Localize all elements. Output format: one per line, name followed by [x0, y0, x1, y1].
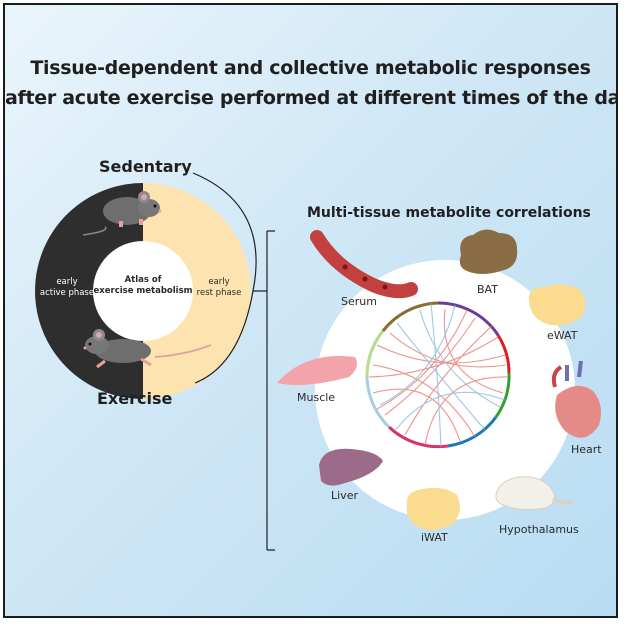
iwat-icon [406, 487, 460, 530]
chord-arc-8 [381, 301, 439, 332]
bat-icon [459, 229, 518, 274]
sedentary-label: Sedentary [99, 157, 192, 176]
figure-title: Tissue-dependent and collective metaboli… [5, 53, 616, 113]
chord-arc-3 [494, 372, 511, 418]
serum-icon [310, 230, 418, 299]
muscle-icon [277, 356, 357, 385]
atlas-label: Atlas of exercise metabolism [93, 275, 193, 297]
ewat-label: eWAT [547, 329, 578, 342]
figure-frame: Tissue-dependent and collective metaboli… [3, 3, 618, 618]
title-line-2: after acute exercise performed at differ… [5, 87, 618, 109]
chord-arc-2 [496, 334, 511, 374]
light-half [143, 183, 251, 399]
liver-label: Liver [331, 489, 358, 502]
active-phase-line-1: early [56, 277, 78, 287]
ewat-icon [528, 284, 586, 326]
correlations-heading: Multi-tissue metabolite correlations [307, 205, 591, 221]
title-line-1: Tissue-dependent and collective metaboli… [30, 57, 591, 79]
chord-arc-7 [365, 330, 385, 378]
chord-diagram [365, 301, 511, 449]
heart-label: Heart [571, 443, 602, 456]
active-phase-line-2: active phase [39, 288, 95, 298]
rest-phase-line-1: early [208, 277, 230, 287]
chord-arc-5 [387, 425, 449, 449]
rest-phase-label: early rest phase [191, 277, 247, 299]
group-bracket [253, 230, 275, 551]
tissue-circle [315, 260, 575, 520]
serum-label: Serum [341, 295, 377, 308]
bat-label: BAT [477, 283, 498, 296]
chord-arc-1 [437, 301, 500, 336]
active-phase-label: early active phase [39, 277, 95, 299]
atlas-line-1: Atlas of [124, 275, 162, 285]
center-disc [93, 241, 193, 341]
atlas-line-2: exercise metabolism [93, 286, 193, 296]
sedentary-mouse-icon [82, 191, 162, 236]
hypothalamus-label: Hypothalamus [499, 523, 579, 536]
chord-arc-6 [365, 376, 391, 429]
iwat-label: iWAT [421, 531, 448, 544]
liver-icon [319, 448, 383, 486]
exercise-mouse-icon [83, 329, 212, 369]
muscle-label: Muscle [297, 391, 336, 404]
phase-circle [35, 183, 251, 399]
exercise-label: Exercise [97, 389, 173, 408]
heart-icon [551, 360, 601, 438]
rest-phase-line-2: rest phase [196, 288, 242, 298]
hypothalamus-icon [495, 476, 574, 510]
diagram-graphics [35, 172, 601, 551]
